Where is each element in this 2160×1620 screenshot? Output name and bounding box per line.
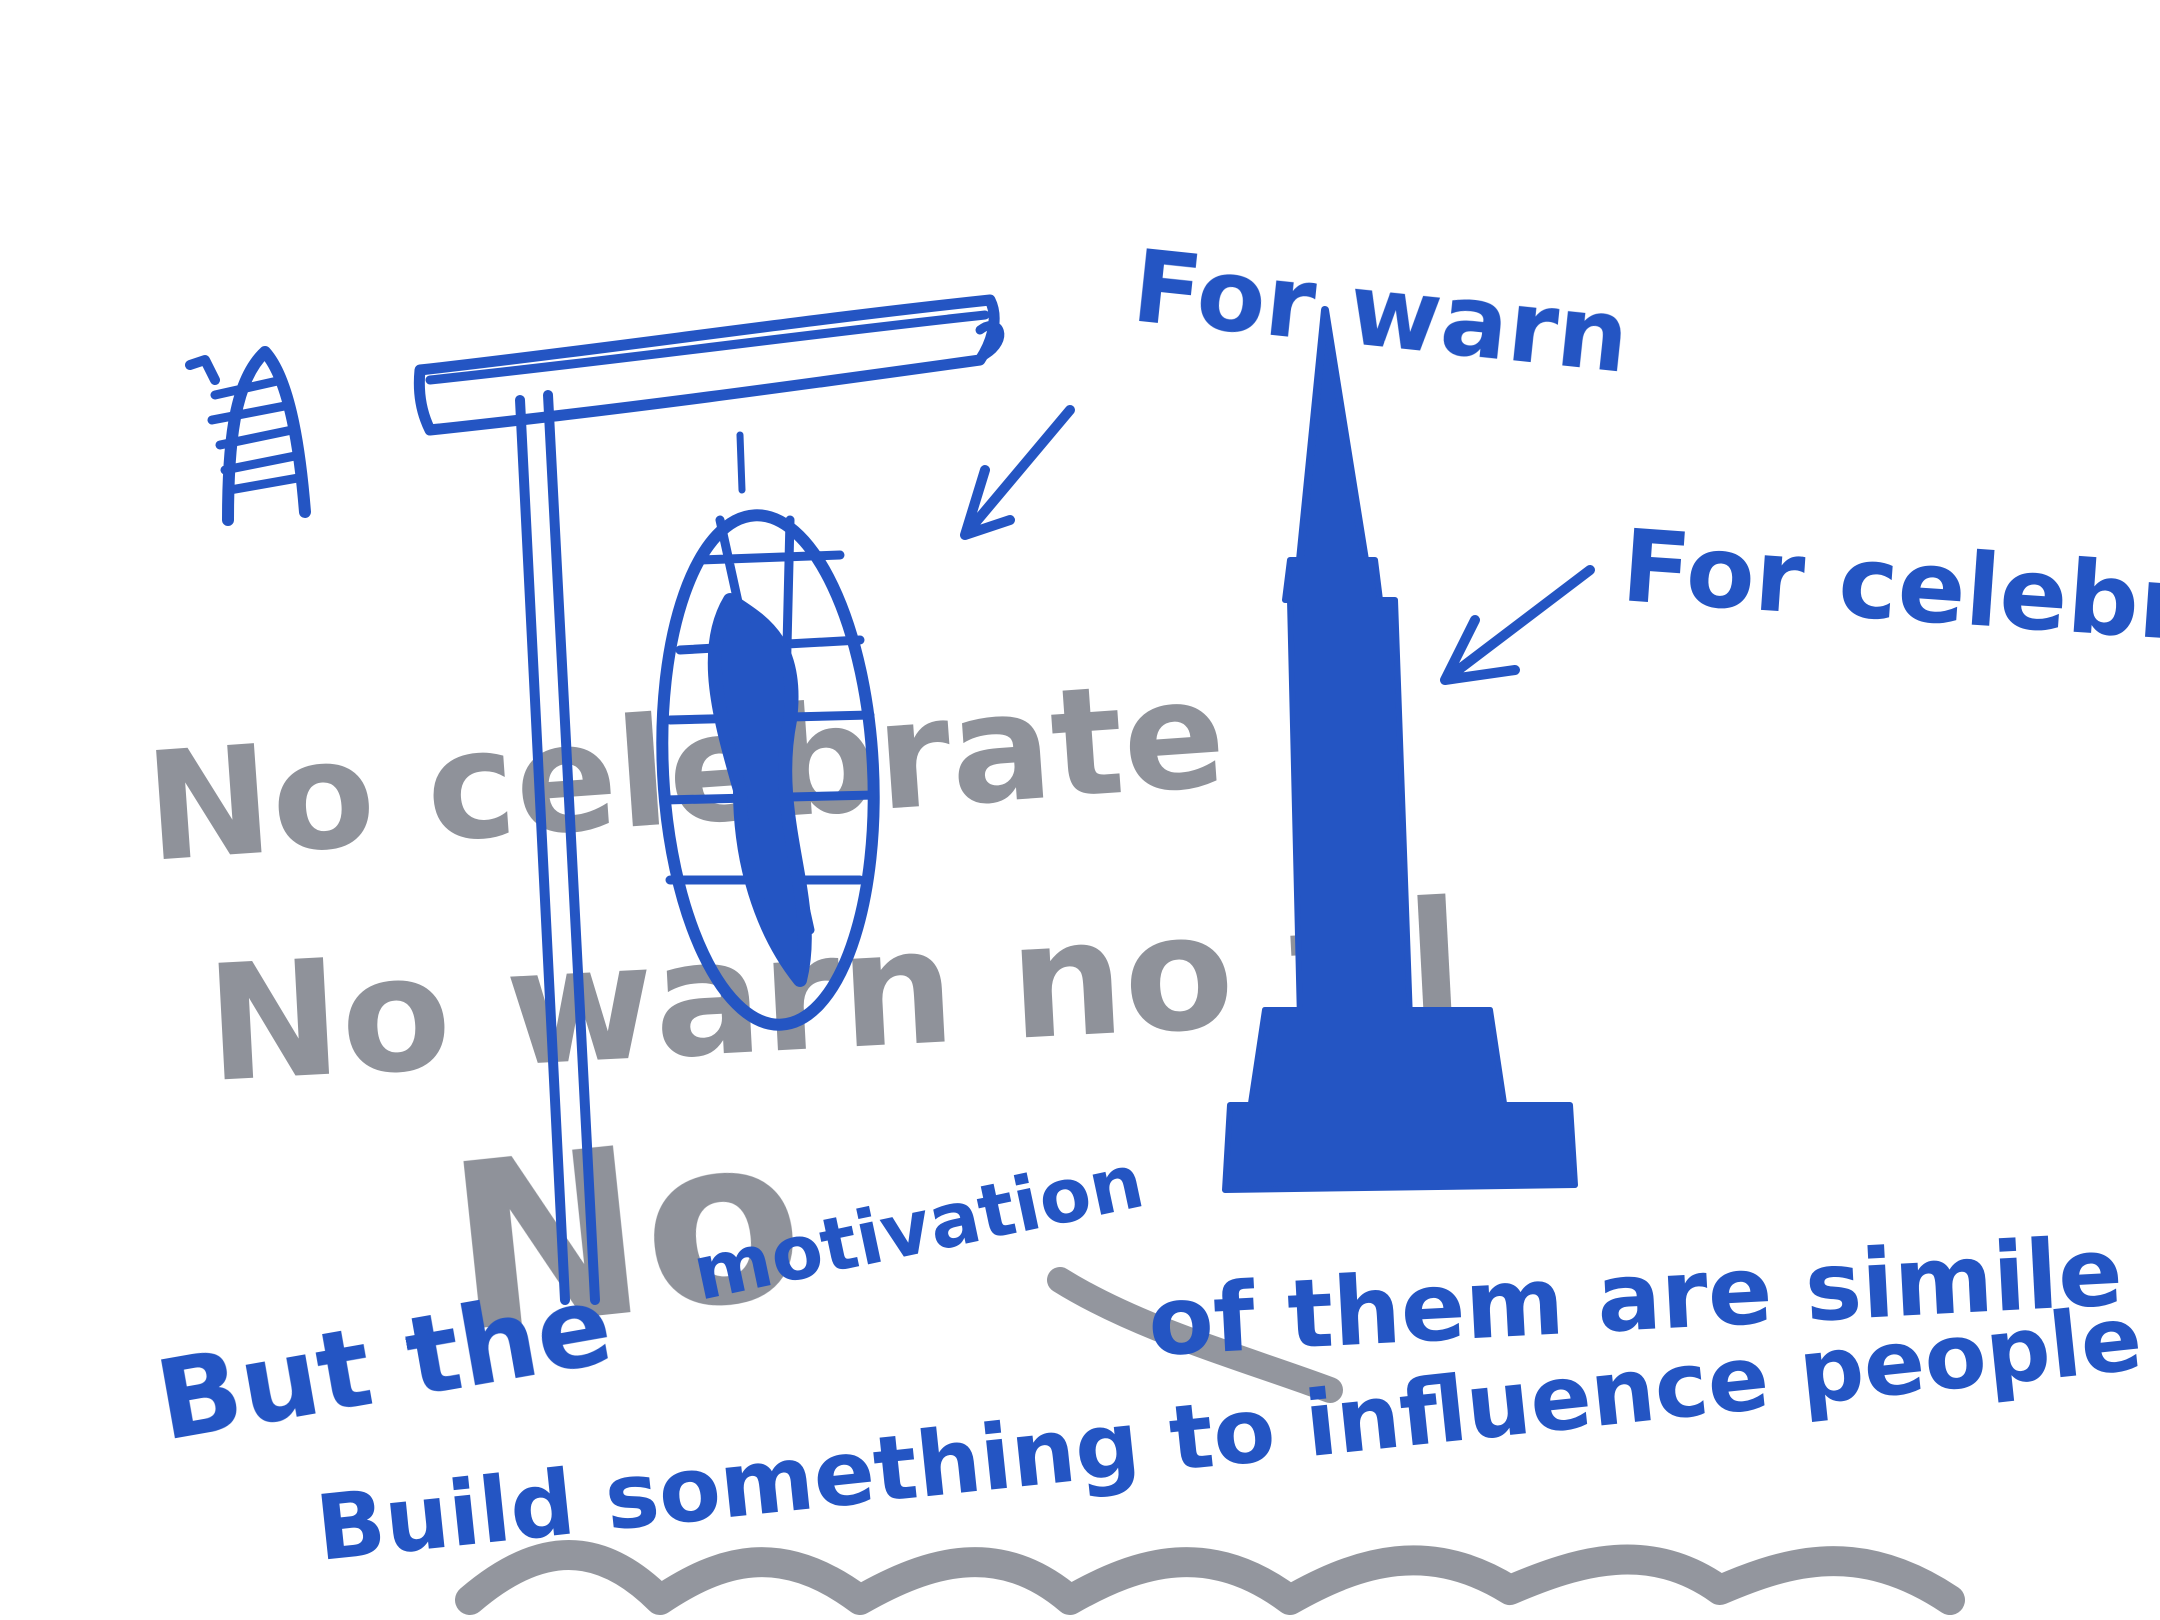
caption-but-the: But the [147,1260,621,1466]
annotation-for-celebrate-line1: For celebrcee [1618,507,2160,677]
grey-text-no-celebrate: No celebrate [140,647,1230,896]
small-tower-drawing [190,352,305,520]
grey-wave [470,1555,1950,1600]
annotation-for-war: For warn [1127,228,1634,396]
monument-drawing [1225,310,1590,1190]
